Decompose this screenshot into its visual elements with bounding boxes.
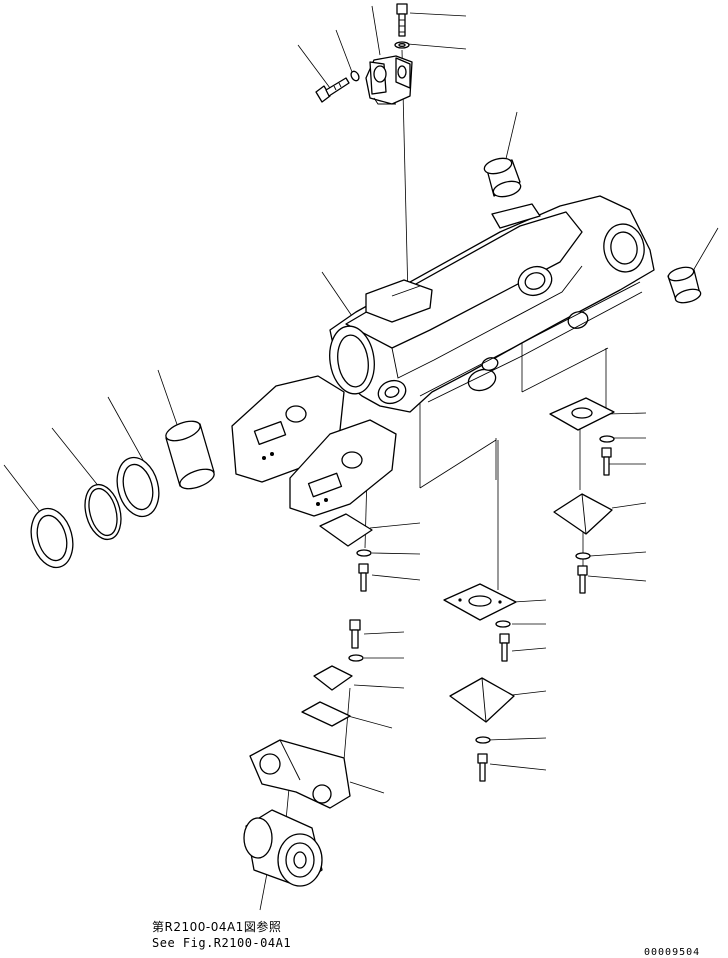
cover-lower [313,665,353,691]
bolt-right-2 [577,565,588,594]
track-roller [243,809,323,887]
bushing-sleeve [165,420,215,490]
washer-lower-1 [348,654,364,662]
cap-middle [449,677,515,723]
bolt-middle-3 [477,753,488,782]
drawing-number: 00009504 [644,947,701,958]
seal-ring-1 [116,456,160,518]
reference-note-japanese: 第R2100-04A1図参照 [152,920,282,934]
washer-middle-2 [495,620,511,628]
washer-right-1 [599,435,615,443]
top-bracket-assembly [365,55,413,105]
bushing-upper [483,157,522,198]
seal-ring-2 [30,507,74,569]
bushing-right [667,266,702,304]
bolt-middle-2 [499,633,510,662]
top-bolt-vertical [394,3,410,49]
cap-right [553,493,613,535]
roller-guard-bracket [249,739,351,809]
snap-ring [84,483,122,541]
bolt-lower-1 [349,619,361,649]
washer-middle-1 [356,549,372,557]
reference-note-english: See Fig.R2100-04A1 [152,936,292,950]
guard-plate-right-upper [549,397,615,431]
plate-lower [301,701,351,727]
bolt-middle-1 [358,563,369,592]
guard-plate-middle [443,583,517,621]
washer-middle-3 [475,736,491,744]
cap-middle-small [319,513,373,547]
bolt-right-1 [601,447,612,476]
side-bolt-horizontal [315,70,360,103]
washer-right-2 [575,552,591,560]
track-frame [231,195,655,517]
